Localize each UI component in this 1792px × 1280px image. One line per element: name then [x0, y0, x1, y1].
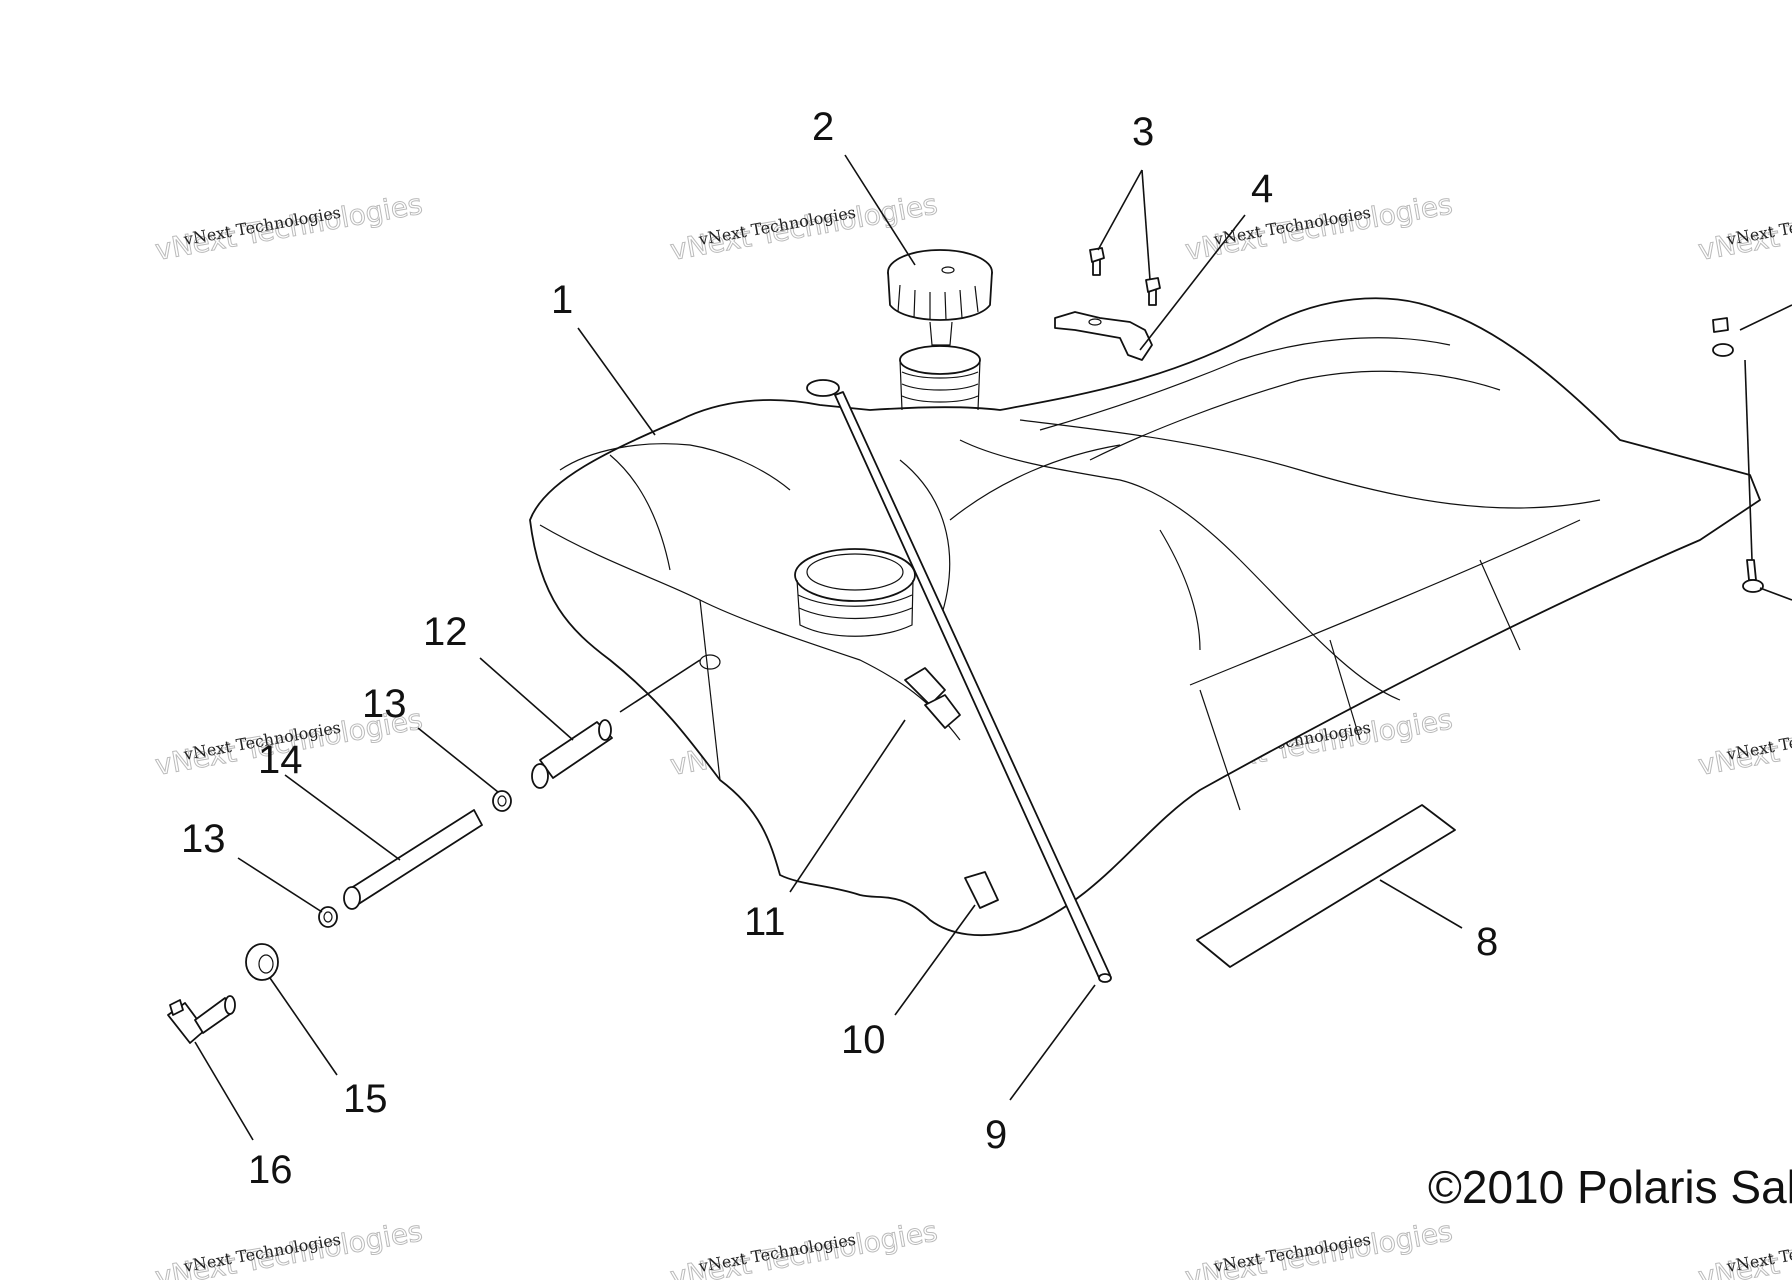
- callout-label: 4: [1251, 167, 1273, 211]
- callout-label: 15: [343, 1077, 388, 1121]
- vent-tube: [834, 391, 1112, 983]
- watermark: vNext Technologies vNext Technologies: [1695, 702, 1792, 782]
- watermark: vNext Technologies vNext Technologies: [1695, 1214, 1792, 1280]
- bracket: [1054, 311, 1153, 361]
- callout-label: 8: [1476, 920, 1498, 964]
- fitting: [531, 719, 613, 789]
- watermark: vNext Technologies vNext Technologies: [152, 187, 425, 267]
- callout-label: 12: [423, 610, 468, 654]
- watermark: vNext Technologies vNext Technologies: [667, 187, 940, 267]
- hose: [343, 809, 483, 910]
- pad: [1196, 804, 1456, 968]
- callout-label: 2: [812, 105, 834, 149]
- right-hardware: [1712, 317, 1764, 593]
- callout-label: 10: [841, 1018, 886, 1062]
- watermark: vNext Technologies vNext Technologies: [667, 1214, 940, 1280]
- callouts: 1 2 3 4 8 9 10 11 12 13 14 13 15 16: [181, 105, 1498, 1192]
- callout-label: 13: [362, 682, 407, 726]
- copyright-text: ©2010 Polaris Sales: [1428, 1161, 1792, 1213]
- watermark: vNext Technologies vNext Technologies: [1182, 1214, 1455, 1280]
- leader-lines: [194, 154, 1792, 1141]
- fuel-cap: [887, 249, 993, 346]
- callout-label: 11: [744, 900, 786, 944]
- watermark: vNext Technologies vNext Technologies: [1695, 187, 1792, 267]
- grommet: [245, 943, 279, 981]
- clamp: [318, 906, 338, 928]
- callout-label: 9: [985, 1113, 1007, 1157]
- watermark: vNext Technologies vNext Technologies: [1182, 187, 1455, 267]
- callout-label: 14: [258, 738, 303, 782]
- clamp: [492, 790, 512, 812]
- valve: [167, 995, 236, 1044]
- callout-label: 1: [551, 278, 573, 322]
- screws: [1089, 247, 1161, 306]
- callout-label: 16: [248, 1148, 293, 1192]
- fuel-tank: [529, 297, 1761, 937]
- watermark: vNext Technologies vNext Technologies: [152, 1214, 425, 1280]
- callout-label: 3: [1132, 110, 1154, 154]
- callout-label: 13: [181, 817, 226, 861]
